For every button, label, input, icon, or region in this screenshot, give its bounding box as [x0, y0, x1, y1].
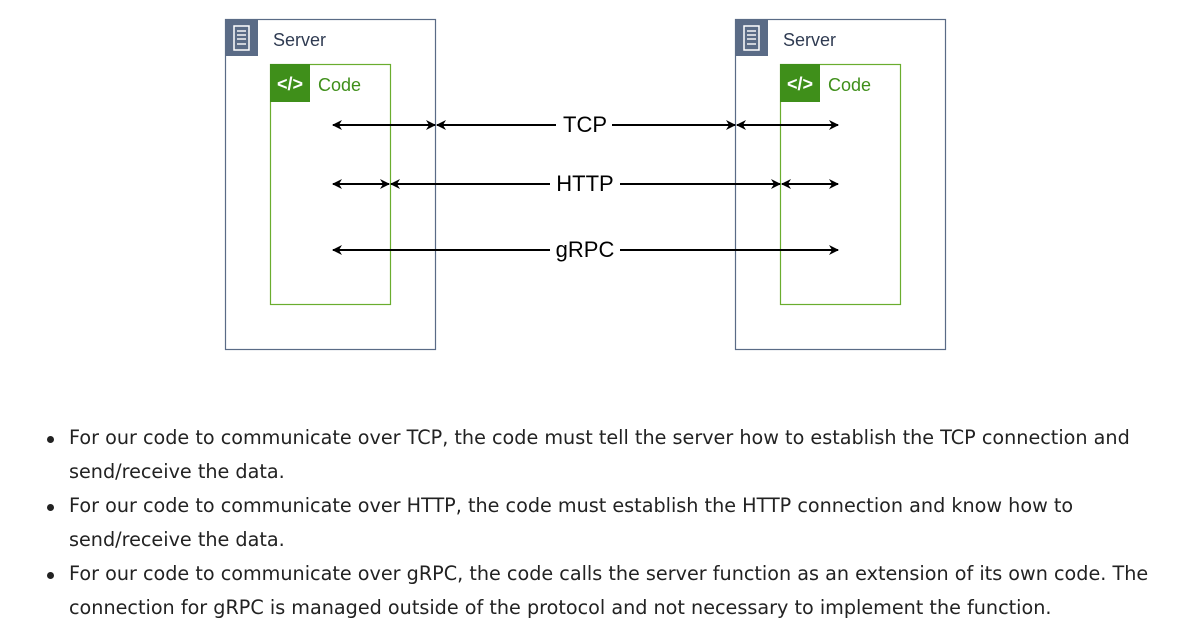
right-code-tag: </>: [787, 74, 813, 94]
right-code-label: Code: [828, 75, 871, 95]
left-server-box: Server: [224, 18, 437, 351]
bullet: [47, 436, 54, 443]
tcp-label: TCP: [563, 112, 607, 137]
note-text: For our code to communicate over HTTP, t…: [69, 494, 1074, 551]
protocol-diagram: Server </> Code Server </> Code TCP: [224, 18, 947, 351]
tcp-connection: TCP: [332, 112, 839, 137]
left-code-box: </> Code: [269, 63, 392, 306]
server-icon: [736, 20, 768, 56]
list-item-grpc: For our code to communicate over gRPC, t…: [47, 557, 1189, 625]
http-connection: HTTP: [332, 171, 839, 196]
right-server-box: Server: [734, 18, 947, 351]
list-item-http: For our code to communicate over HTTP, t…: [47, 489, 1189, 557]
bullet: [47, 504, 54, 511]
note-text: For our code to communicate over gRPC, t…: [69, 562, 1149, 619]
code-icon: [780, 64, 820, 102]
protocol-notes-list: For our code to communicate over TCP, th…: [40, 421, 1189, 625]
right-server-label: Server: [783, 30, 836, 50]
left-server-label: Server: [273, 30, 326, 50]
grpc-connection: gRPC: [332, 237, 839, 262]
bullet: [47, 572, 54, 579]
server-icon: [226, 20, 258, 56]
grpc-label: gRPC: [556, 237, 615, 262]
code-icon: [270, 64, 310, 102]
note-text: For our code to communicate over TCP, th…: [69, 426, 1130, 483]
http-label: HTTP: [556, 171, 613, 196]
left-code-label: Code: [318, 75, 361, 95]
left-code-tag: </>: [277, 74, 303, 94]
list-item-tcp: For our code to communicate over TCP, th…: [47, 421, 1189, 489]
